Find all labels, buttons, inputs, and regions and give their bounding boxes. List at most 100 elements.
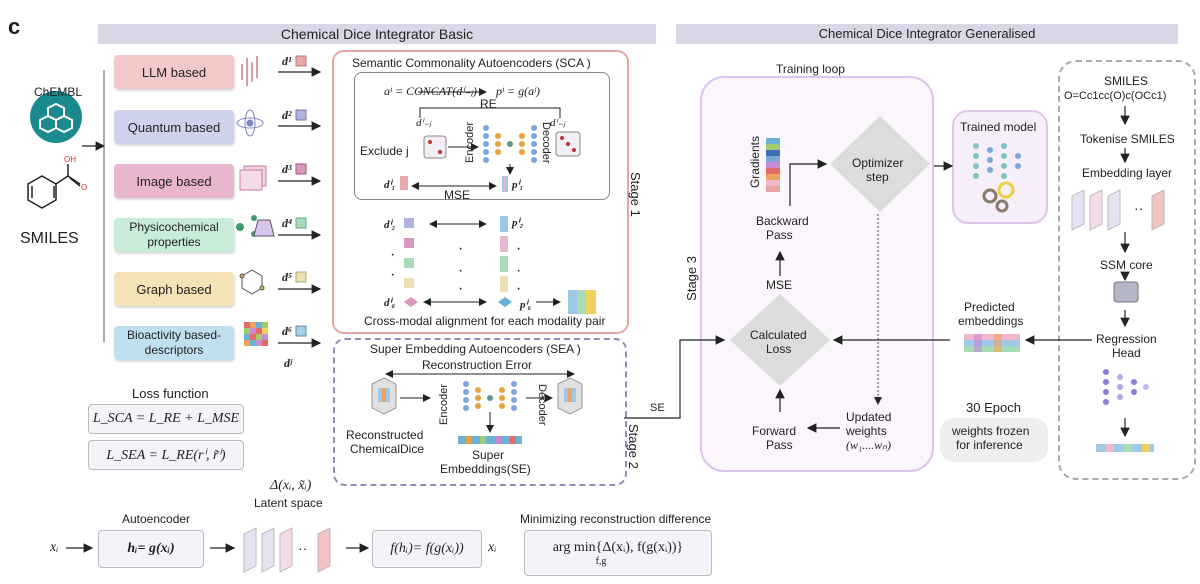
forward-label: Forward [752, 424, 797, 438]
optimizer-label: Optimizer [852, 156, 904, 170]
frozen-line2: for inference [956, 438, 1023, 452]
modality-quantum: Quantum based [114, 110, 234, 144]
modality-physicochemical: Physicochemical properties [114, 218, 234, 252]
bottom-f-box: f(hᵢ)= f(g(xᵢ)) [372, 530, 482, 568]
super-embedding-bar [458, 436, 522, 444]
modality-cubes-left [404, 218, 418, 307]
panel-letter: c [8, 14, 21, 39]
sea-recon-error: Reconstruction Error [422, 358, 533, 372]
optimizer-step-label: step [866, 170, 889, 184]
frozen-box [940, 418, 1048, 462]
gen-dots: ·· [1134, 200, 1144, 216]
bottom-xi-2: xᵢ [488, 540, 497, 555]
loss-label: Loss [766, 342, 792, 356]
trained-model-label: Trained model [960, 120, 1037, 134]
bottom-delta: Δ(xᵢ, x̃ᵢ) [270, 478, 312, 493]
gen-smiles-title: SMILES [1104, 74, 1149, 88]
feature-d3: d³ [282, 162, 292, 176]
sca-p2: pⁱ₂ [512, 217, 524, 229]
epoch-label: 30 Epoch [966, 400, 1021, 415]
gen-embedding: Embedding layer [1082, 166, 1173, 180]
bottom-latent: Latent space [254, 496, 323, 510]
bottom-autoencoder: Autoencoder [122, 512, 191, 526]
dice-icons [423, 131, 581, 159]
predicted-embeddings-bar [964, 334, 1020, 352]
gen-head: Head [1112, 346, 1141, 360]
sca-d-minus-right: dⁱ₋ⱼ [550, 117, 566, 129]
sea-hexagons [371, 377, 583, 415]
feature-d1: d¹ [282, 54, 292, 68]
sca-d1: dⁱ₁ [384, 179, 396, 191]
frozen-line1: weights frozen [952, 424, 1030, 438]
training-title: Training loop [776, 62, 845, 76]
loss-sea-box: L_SEA = L_RE(rⁱ, r̃ⁱ) [88, 440, 244, 470]
svg-text:OH: OH [64, 155, 76, 164]
sca-encoder: Encoder [464, 122, 476, 163]
optimizer-diamond [830, 116, 930, 212]
trained-model-network [973, 143, 1021, 179]
gen-ssm: SSM core [1100, 258, 1153, 272]
se-label: SE [650, 402, 665, 414]
backward-pass-label: Pass [766, 228, 793, 242]
sea-reconstructed: Reconstructed [346, 428, 424, 442]
loss-sca-box: L_SCA = L_RE + L_MSE [88, 404, 244, 434]
sca-p6: pⁱ₆ [520, 299, 532, 311]
sea-embeddings: Embeddings(SE) [440, 462, 531, 476]
modality-icons [236, 56, 275, 346]
gen-smiles-string: O=Cc1cc(O)c(OCc1) [1064, 90, 1167, 102]
feature-d2: d² [282, 108, 292, 122]
sca-dot-1: · [390, 246, 396, 263]
gradients-bar [766, 138, 780, 192]
embedding-layer-sheets [1071, 189, 1165, 231]
feature-d5: d⁵ [282, 270, 293, 284]
loss-title: Loss function [132, 386, 209, 401]
stage-2: Stage 2 [626, 424, 641, 469]
calculated-loss-diamond [730, 294, 830, 386]
sca-p1: pⁱ₁ [512, 179, 524, 191]
sca-dot-6: · [516, 262, 522, 279]
feature-cubes [295, 55, 307, 337]
sea-title: Super Embedding Autoencoders (SEA ) [370, 342, 581, 356]
sca-panel [332, 50, 629, 334]
basic-header: Chemical Dice Integrator Basic [98, 24, 656, 44]
feature-d4: d⁴ [282, 216, 293, 230]
trained-model-panel [952, 110, 1048, 224]
sca-d2: dⁱ₂ [384, 219, 396, 231]
modality-image: Image based [114, 164, 234, 198]
benzoic-acid-structure [27, 164, 81, 209]
generalised-header: Chemical Dice Integrator Generalised [676, 24, 1178, 44]
modality-llm: LLM based [114, 55, 234, 89]
chembl-label: ChEMBL [34, 85, 83, 99]
sca-mse: MSE [444, 188, 471, 202]
sea-panel [333, 338, 627, 486]
sca-inner-box [354, 72, 610, 200]
bottom-argmin: arg min{Δ(xᵢ), f(g(xᵢ))} [552, 539, 684, 555]
chembl-logo [30, 91, 82, 143]
modality-cubes-right [498, 216, 512, 307]
stage-3: Stage 3 [684, 256, 699, 301]
regression-head-network [1103, 369, 1149, 405]
sea-chemicaldice: ChemicalDice [350, 442, 425, 456]
output-embedding-bar [1096, 444, 1154, 452]
sca-dot-2: · [458, 240, 464, 257]
weights-label: weights [846, 424, 887, 438]
sca-encoder-network [483, 125, 537, 163]
gear-icons [982, 188, 1009, 213]
sca-exclude: Exclude j [360, 144, 409, 158]
sca-d6: dⁱ₆ [384, 297, 396, 309]
calculated-label: Calculated [750, 328, 807, 342]
weights-range-label: (w₁....wₙ) [846, 438, 891, 452]
sca-caption: Cross-modal alignment for each modality … [364, 314, 606, 328]
feature-dj: dʲ [284, 356, 293, 370]
bottom-argmin-box: arg min{Δ(xᵢ), f(g(xᵢ))} f,g [524, 530, 712, 576]
sca-dot-8: · [516, 280, 522, 297]
svg-text:O: O [81, 183, 87, 192]
sca-eq-p: pʲ = g(aʲ) [496, 84, 541, 98]
bottom-xi: xᵢ [50, 540, 59, 555]
ssm-core-chip [1113, 281, 1139, 303]
generalised-panel [1058, 60, 1196, 480]
sca-re: RE [480, 97, 497, 111]
aligned-cube [568, 290, 596, 314]
sca-dot-3: · [516, 240, 522, 257]
